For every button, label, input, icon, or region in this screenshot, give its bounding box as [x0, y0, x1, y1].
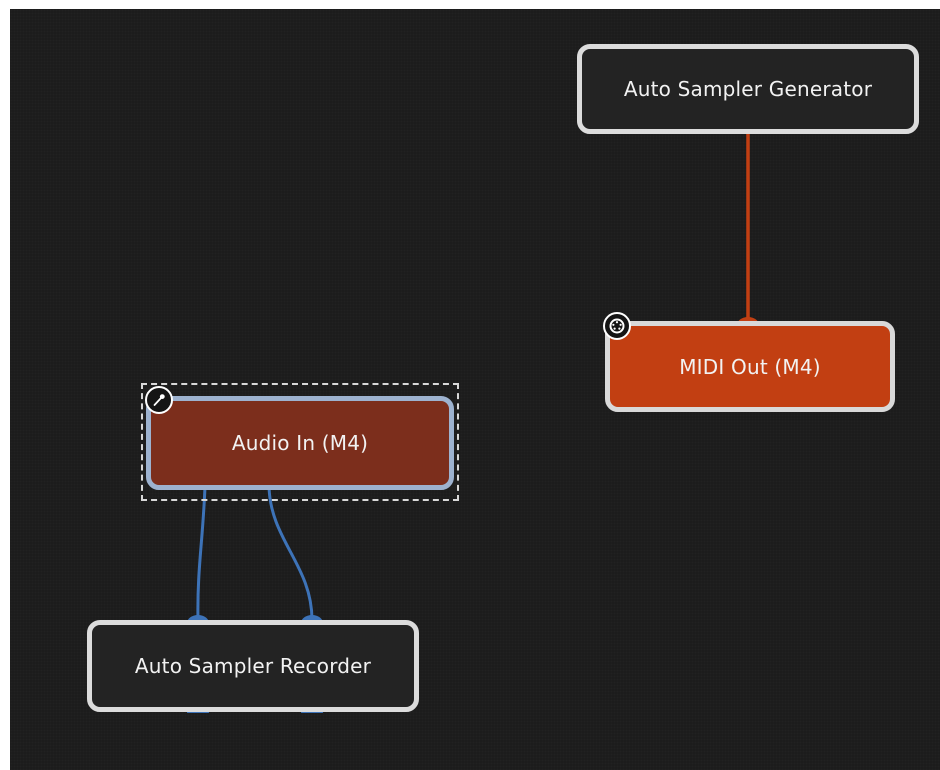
- midi-din-icon: [603, 312, 631, 340]
- microphone-icon: [145, 386, 173, 414]
- node-label: Audio In (M4): [231, 431, 369, 455]
- auto-sampler-recorder-node[interactable]: Auto Sampler Recorder: [87, 620, 419, 712]
- node-label: Auto Sampler Recorder: [134, 654, 372, 678]
- node-label: MIDI Out (M4): [679, 354, 821, 379]
- auto-sampler-generator-node[interactable]: Auto Sampler Generator: [577, 44, 919, 134]
- node-label: Auto Sampler Generator: [623, 77, 873, 101]
- audio-in-node[interactable]: Audio In (M4): [146, 396, 454, 490]
- selection-marquee: [141, 383, 459, 501]
- midi-out-node[interactable]: MIDI Out (M4): [605, 321, 895, 412]
